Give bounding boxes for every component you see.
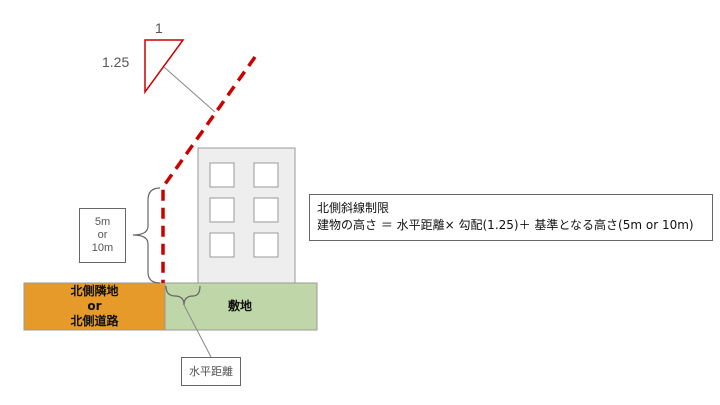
neighbor-label-line3: 北側道路 [70,314,119,328]
base-height-line3: 10m [91,242,114,254]
base-height-box: 5m or 10m [79,208,126,263]
site-land [164,282,318,331]
neighbor-land [23,282,166,331]
slope-rise-label: 1.25 [102,54,130,70]
neighbor-label-line1: 北側隣地 [70,284,119,298]
slope-triangle [144,39,185,95]
slope-limit-line [161,55,257,283]
neighbor-label-line2: or [87,299,102,313]
building-windows [209,162,279,258]
base-height-line1: 5m [94,216,111,228]
formula-title: 北側斜線制限 [317,201,390,215]
formula-box: 北側斜線制限 建物の高さ ＝ 水平距離× 勾配(1.25)＋ 基準となる高さ(5… [309,194,713,241]
formula-text: 建物の高さ ＝ 水平距離× 勾配(1.25)＋ 基準となる高さ(5m or 10… [317,218,694,232]
neighbor-label: 北側隣地 or 北側道路 [24,284,165,329]
base-height-line2: or [97,229,108,241]
slope-leader-line [163,66,216,113]
slope-run-label: 1 [155,20,163,36]
site-label: 敷地 [227,299,252,313]
base-height-brace [132,187,161,284]
horizontal-distance-box: 水平距離 [181,357,241,386]
distance-leader-line [183,304,212,358]
